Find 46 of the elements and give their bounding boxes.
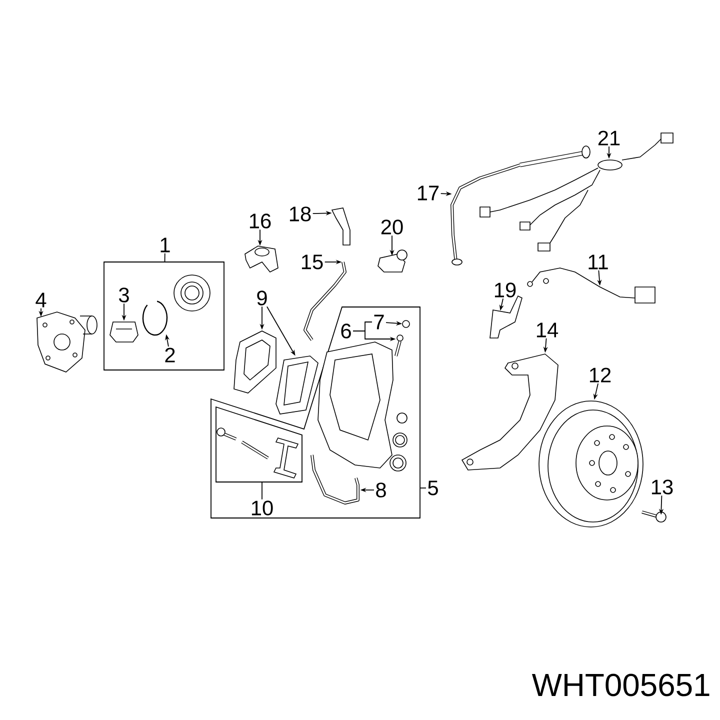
callout-number: 9 <box>257 290 267 306</box>
callout-number: 18 <box>290 206 311 222</box>
callout-number: 12 <box>590 368 611 382</box>
callout-number: 20 <box>381 220 403 234</box>
callout-number: 5 <box>428 480 438 496</box>
callout-number: 16 <box>250 214 271 228</box>
callout-number: 11 <box>588 254 608 270</box>
callout-number: 17 <box>418 186 439 200</box>
callout-number: 21 <box>598 130 620 146</box>
splash-shield-drawing <box>461 354 558 470</box>
callout-number: 14 <box>536 322 558 338</box>
callout-number: 6 <box>341 324 351 338</box>
part-number: WHT005651 <box>532 674 710 696</box>
heat-shield-drawing <box>244 246 278 272</box>
brake-disc-drawing <box>538 400 644 528</box>
callout-number: 8 <box>376 482 386 498</box>
callout-number: 7 <box>374 314 384 330</box>
bleeder-screw-drawing <box>394 334 404 356</box>
callout-number: 4 <box>36 292 46 308</box>
callout-number: 10 <box>252 500 273 516</box>
callout-number: 2 <box>165 348 175 362</box>
group-box <box>210 306 420 518</box>
wear-sensor-drawing <box>527 268 656 304</box>
bleeder-cap-drawing <box>402 320 410 328</box>
callout-number: 13 <box>652 480 673 494</box>
brake-pad-drawing <box>276 356 318 414</box>
bolt-drawing <box>642 510 666 522</box>
sensor-drawing <box>378 250 408 272</box>
leader-line <box>164 252 166 262</box>
circlip-drawing <box>142 300 168 336</box>
bearing-drawing <box>174 274 210 312</box>
pad-hardware-drawing <box>216 428 299 478</box>
callout-number: 15 <box>302 254 323 270</box>
caliper-drawing <box>318 342 394 468</box>
brake-pad-drawing <box>234 330 276 394</box>
callout-number: 19 <box>494 282 516 298</box>
hub-flange-drawing <box>36 312 98 372</box>
brake-line-drawing <box>310 454 360 504</box>
callout-number: 3 <box>118 288 129 302</box>
brake-hose-drawing <box>450 146 590 266</box>
callout-number: 1 <box>160 238 170 252</box>
nut-drawing <box>110 322 138 342</box>
wiring-harness-drawing <box>480 132 674 252</box>
seal-rings-drawing <box>390 412 408 472</box>
group-box <box>104 262 224 370</box>
leader-line <box>352 322 372 332</box>
